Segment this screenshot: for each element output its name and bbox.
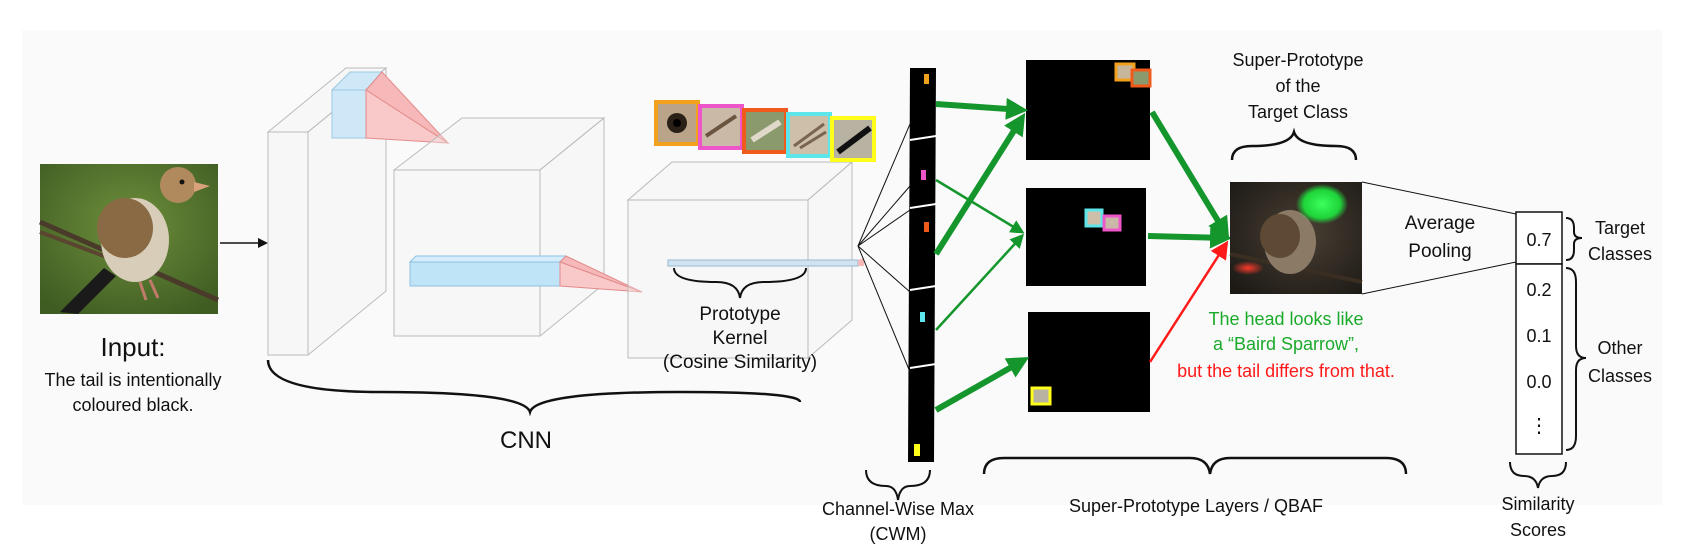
input-caption-line1: The tail is intentionally [44, 370, 221, 390]
cnn-layer-1-highlight [330, 70, 450, 144]
cwm-to-layer-arrows [933, 97, 1030, 413]
prototype-patch-2 [698, 104, 744, 150]
explanation-line2: a “Baird Sparrow”, [1213, 334, 1359, 354]
explanation-line3: but the tail differs from that. [1177, 361, 1395, 381]
scores-brace [1509, 461, 1567, 489]
target-proto-brace [1230, 127, 1358, 161]
other-classes-brace [1565, 267, 1587, 451]
layers-label: Super-Prototype Layers / QBAF [1069, 496, 1323, 516]
prototype-patch-4 [786, 112, 832, 158]
other-classes-label-line1: Other [1597, 338, 1642, 358]
target-classes-label-line1: Target [1595, 218, 1645, 238]
cwm-label-line1: Channel-Wise Max [822, 499, 974, 519]
prototype-kernel-label-line2: Kernel [713, 328, 768, 349]
cwm-activation-1 [924, 74, 929, 84]
scores-label-line2: Scores [1510, 520, 1566, 540]
input-title: Input: [100, 332, 165, 362]
prototype-kernel-bar [667, 258, 864, 267]
cnn-label: CNN [500, 427, 552, 454]
explanation-line1: The head looks like [1208, 309, 1363, 329]
prototype-patches [654, 100, 876, 162]
layers-brace [982, 456, 1408, 475]
cnn-layer-2-highlight [408, 255, 643, 293]
other-score-value-1: 0.2 [1526, 280, 1551, 300]
cwm-activation-2 [921, 170, 926, 180]
other-scores-cell [1515, 263, 1563, 455]
target-classes-label-line2: Classes [1588, 244, 1652, 264]
target-score-value: 0.7 [1526, 230, 1551, 250]
prototype-kernel-brace [673, 267, 807, 299]
cnn-brace [266, 359, 802, 417]
pooling-connectors [1361, 181, 1517, 295]
prototype-patch-5 [830, 116, 876, 162]
target-super-prototype-image [1229, 182, 1363, 294]
target-proto-label-line2: of the [1275, 76, 1320, 96]
super-prototype-layer-3 [1028, 312, 1150, 412]
input-caption-line2: coloured black. [72, 395, 193, 415]
other-score-ellipsis: ⋮ [1529, 415, 1549, 437]
cwm-activation-3 [924, 222, 929, 232]
prototype-kernel-label-line3: (Cosine Similarity) [663, 352, 817, 373]
prototype-kernel-label-line1: Prototype [699, 304, 780, 325]
target-classes-brace [1565, 217, 1583, 261]
cwm-strip [908, 68, 937, 462]
scores-label-line1: Similarity [1501, 494, 1574, 514]
pooling-label-line1: Average [1405, 213, 1475, 234]
layer-to-target-arrows [1147, 110, 1232, 363]
input-image [38, 164, 220, 314]
cwm-label-line2: (CWM) [870, 524, 927, 544]
pooling-label-line2: Pooling [1408, 241, 1471, 262]
prototype-patch-3 [742, 108, 788, 154]
cnn-layer-2 [392, 116, 606, 338]
target-proto-label-line1: Super-Prototype [1232, 50, 1363, 70]
cwm-activation-4 [920, 312, 925, 322]
other-classes-label-line2: Classes [1588, 366, 1652, 386]
cwm-activation-5 [914, 444, 920, 456]
cwm-connectors [857, 123, 911, 373]
super-prototype-layer-1 [1026, 60, 1152, 160]
other-score-value-3: 0.0 [1526, 372, 1551, 392]
prototype-patch-1 [654, 100, 700, 146]
similarity-score-column: 0.7 0.2 0.1 0.0 ⋮ [1515, 211, 1563, 455]
target-proto-label-line3: Target Class [1248, 102, 1348, 122]
other-score-value-2: 0.1 [1526, 326, 1551, 346]
cwm-brace [865, 469, 931, 501]
super-prototype-layer-2 [1026, 188, 1146, 286]
